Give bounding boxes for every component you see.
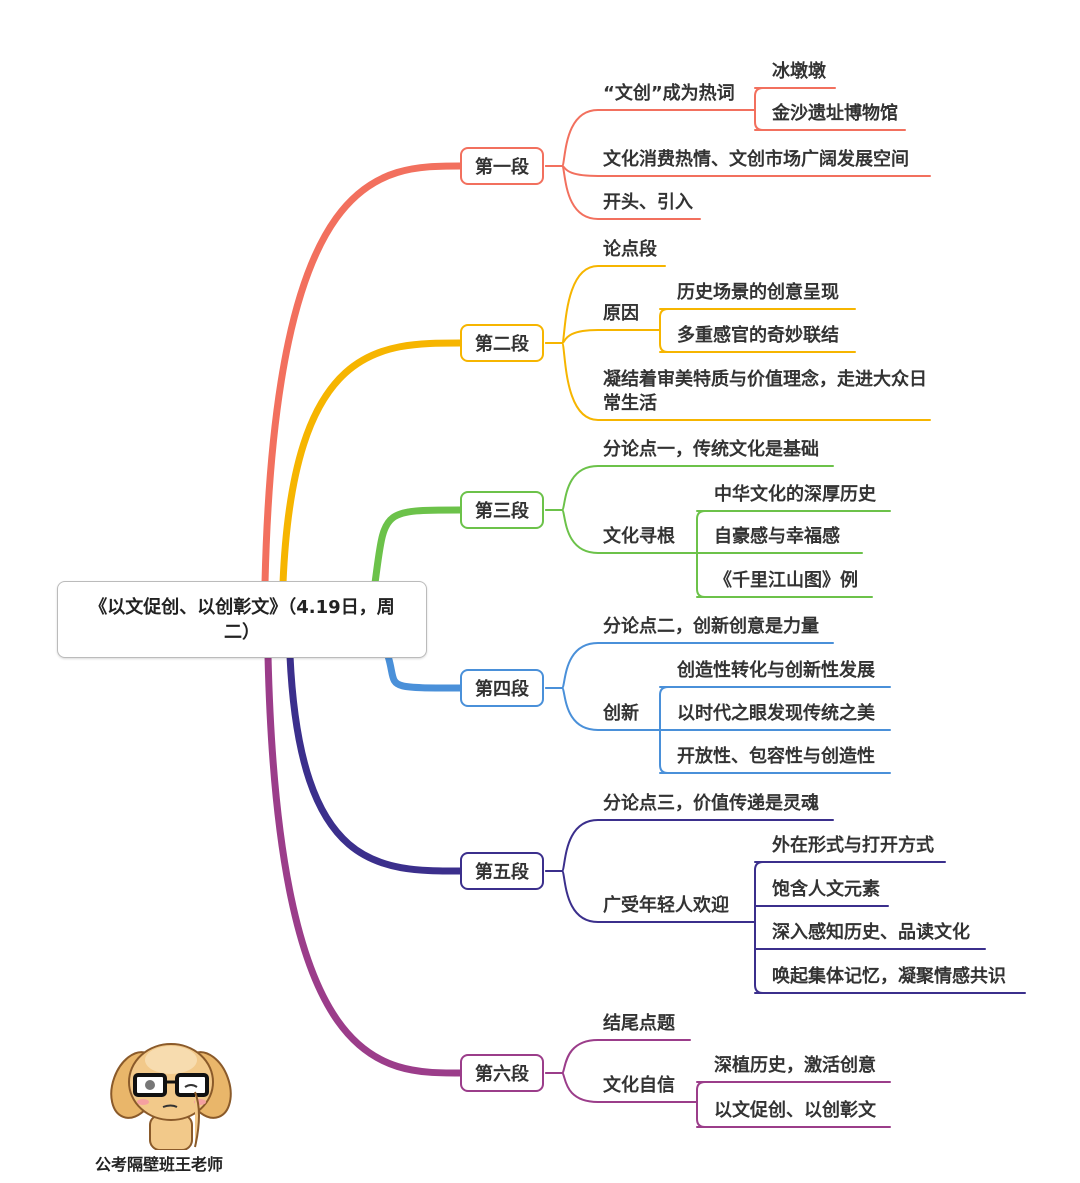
child-topic[interactable]: 论点段 bbox=[603, 239, 657, 260]
child-branch bbox=[545, 342, 931, 421]
main-branch bbox=[384, 652, 464, 692]
child-topic[interactable]: 凝结着审美特质与价值理念，走进大众日常生活 bbox=[603, 369, 927, 414]
child-topic[interactable]: 文化自信 bbox=[603, 1075, 675, 1096]
sub-bracket bbox=[659, 308, 675, 353]
main-branch bbox=[261, 162, 464, 587]
child-branch bbox=[545, 509, 698, 554]
sub-bracket bbox=[754, 861, 770, 994]
sub-topic[interactable]: 以时代之眼发现传统之美 bbox=[677, 703, 875, 724]
sub-topic[interactable]: 金沙遗址博物馆 bbox=[772, 103, 898, 124]
child-topic[interactable]: “文创”成为热词 bbox=[603, 83, 735, 104]
main-branch bbox=[371, 506, 464, 587]
child-topic[interactable]: 开头、引入 bbox=[603, 192, 693, 213]
section-node-3[interactable]: 第三段 bbox=[460, 491, 544, 529]
sub-topic[interactable]: 开放性、包容性与创造性 bbox=[677, 746, 875, 767]
child-topic[interactable]: 原因 bbox=[603, 303, 639, 324]
child-topic[interactable]: 创新 bbox=[603, 703, 639, 724]
child-branch bbox=[545, 687, 661, 731]
sub-topic[interactable]: 《千里江山图》例 bbox=[714, 570, 858, 591]
sub-topic[interactable]: 外在形式与打开方式 bbox=[772, 835, 934, 856]
sub-topic[interactable]: 创造性转化与创新性发展 bbox=[677, 660, 875, 681]
root-topic[interactable]: 《以文促创、以创彰文》（4.19日，周二） bbox=[57, 581, 427, 658]
child-branch bbox=[545, 870, 756, 923]
child-branch bbox=[545, 165, 701, 220]
child-topic[interactable]: 分论点三，价值传递是灵魂 bbox=[603, 793, 819, 814]
sub-bracket bbox=[754, 87, 770, 131]
child-branch bbox=[545, 1072, 698, 1103]
child-topic[interactable]: 结尾点题 bbox=[603, 1013, 675, 1034]
child-topic[interactable]: 分论点二，创新创意是力量 bbox=[603, 616, 819, 637]
sub-topic[interactable]: 以文促创、以创彰文 bbox=[714, 1100, 876, 1121]
mascot-dog-icon bbox=[110, 1043, 232, 1150]
main-branch bbox=[264, 652, 464, 1077]
sub-topic[interactable]: 冰墩墩 bbox=[772, 61, 826, 82]
sub-topic[interactable]: 深入感知历史、品读文化 bbox=[772, 922, 970, 943]
child-topic[interactable]: 文化寻根 bbox=[603, 526, 675, 547]
sub-topic[interactable]: 深植历史，激活创意 bbox=[714, 1055, 876, 1076]
sub-topic[interactable]: 历史场景的创意呈现 bbox=[677, 282, 839, 303]
sub-topic[interactable]: 多重感官的奇妙联结 bbox=[677, 325, 839, 346]
section-node-6[interactable]: 第六段 bbox=[460, 1054, 544, 1092]
child-branch bbox=[545, 1039, 691, 1074]
sub-bracket bbox=[696, 1081, 712, 1128]
main-branch bbox=[279, 339, 464, 587]
sub-topic[interactable]: 饱含人文元素 bbox=[772, 879, 880, 900]
main-branch bbox=[286, 652, 464, 875]
section-node-4[interactable]: 第四段 bbox=[460, 669, 544, 707]
section-node-5[interactable]: 第五段 bbox=[460, 852, 544, 890]
sub-topic[interactable]: 自豪感与幸福感 bbox=[714, 526, 840, 547]
sub-topic[interactable]: 唤起集体记忆，凝聚情感共识 bbox=[772, 966, 1006, 987]
child-topic[interactable]: 分论点一，传统文化是基础 bbox=[603, 439, 819, 460]
watermark-caption: 公考隔壁班王老师 bbox=[95, 1155, 224, 1174]
section-node-2[interactable]: 第二段 bbox=[460, 324, 544, 362]
child-topic[interactable]: 广受年轻人欢迎 bbox=[603, 895, 729, 916]
sub-topic[interactable]: 中华文化的深厚历史 bbox=[714, 484, 876, 505]
child-topic[interactable]: 文化消费热情、文创市场广阔发展空间 bbox=[603, 149, 909, 170]
section-node-1[interactable]: 第一段 bbox=[460, 147, 544, 185]
